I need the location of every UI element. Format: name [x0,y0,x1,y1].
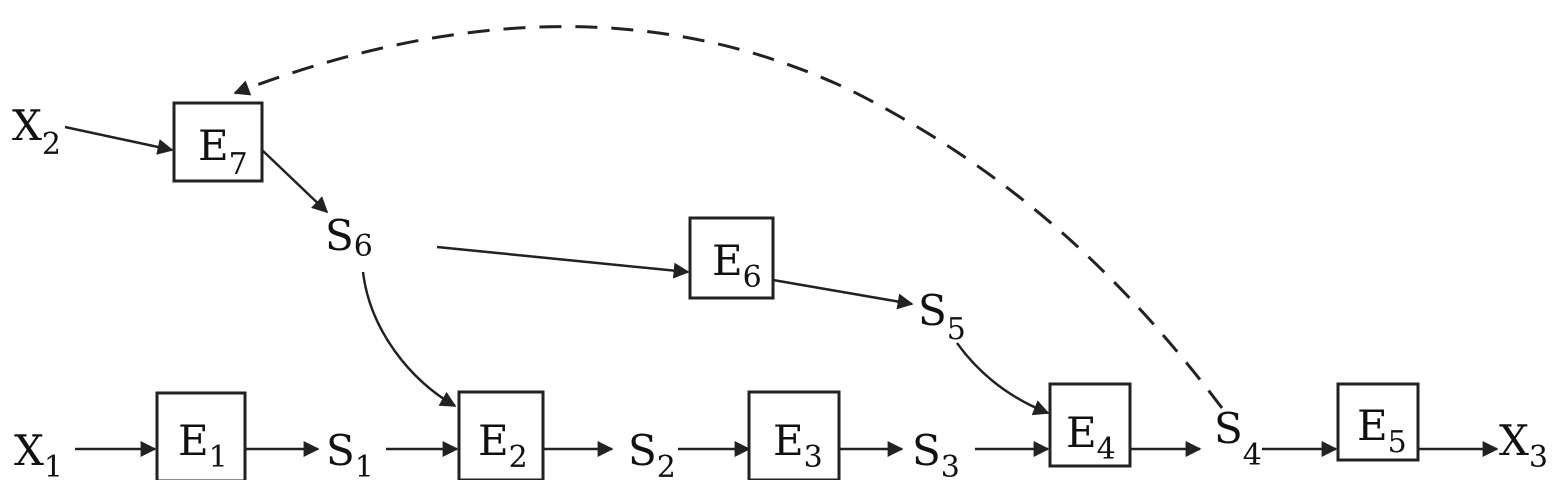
label-e4: E4 [1066,408,1116,467]
label-e1: E1 [178,416,228,475]
box-e6 [688,216,775,300]
label-s3: S3 [912,426,960,480]
box-e2 [457,390,545,480]
edge-s4-e7-feedback [233,25,1224,409]
box-e3 [747,390,841,480]
edge-e6-s5 [772,278,914,310]
edge-x2-e7 [64,125,174,155]
box-e4 [1048,382,1132,468]
label-x2: X2 [12,101,61,162]
edge-s5-e4 [955,342,1050,416]
label-e2: E2 [478,416,528,475]
edge-s6-e2 [361,271,457,408]
edge-s6-e6 [436,245,690,279]
edge-e7-s6 [261,149,329,214]
label-e5: E5 [1357,401,1407,460]
label-s1: S1 [326,426,374,480]
box-e7 [172,101,264,183]
edges [64,25,1499,457]
label-x1: X1 [14,426,63,480]
label-e3: E3 [773,416,823,475]
label-s5: S5 [918,286,966,347]
box-e1 [155,391,247,480]
label-s4: S4 [1214,404,1262,473]
process-boxes [155,101,1420,480]
label-s6: S6 [325,211,373,264]
labels: X1 E1 S1 E2 S2 E3 S3 E4 S4 E5 X3 [12,101,1548,480]
box-e5 [1336,382,1420,462]
label-e7: E7 [198,121,248,182]
label-x3: X3 [1499,416,1548,475]
label-s2: S2 [628,426,676,480]
label-e6: E6 [712,236,762,295]
